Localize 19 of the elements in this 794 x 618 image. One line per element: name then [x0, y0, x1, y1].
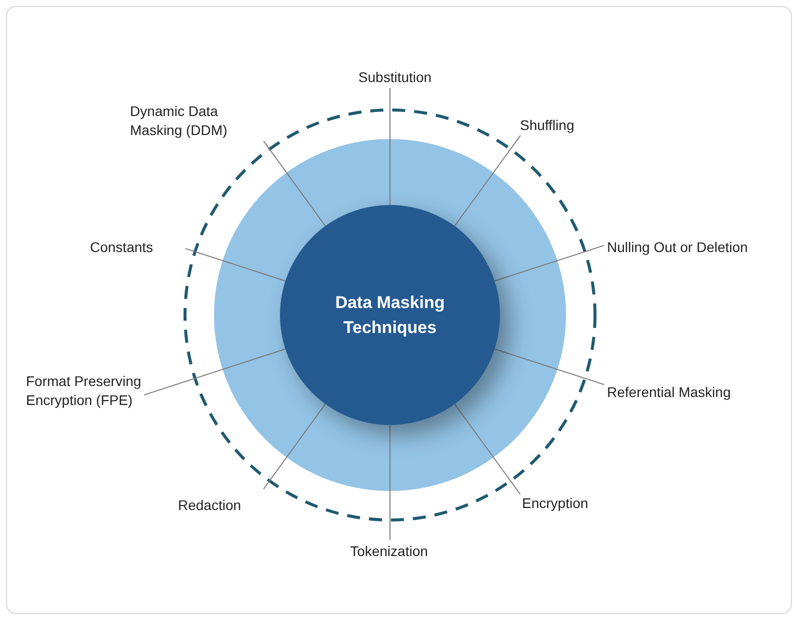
technique-label: Shuffling — [520, 117, 574, 133]
technique-label: Format Preserving Encryption (FPE) — [26, 373, 142, 408]
leader-line — [494, 244, 605, 282]
technique-label: Encryption — [522, 495, 588, 511]
leader-line — [494, 348, 605, 386]
technique-label: Tokenization — [350, 543, 428, 559]
leader-line — [144, 348, 286, 396]
technique-label: Dynamic Data Masking (DDM) — [130, 103, 228, 138]
technique-label: Constants — [90, 239, 154, 255]
technique-label: Redaction — [178, 497, 242, 513]
center-title: Data Masking Techniques — [334, 292, 446, 339]
technique-label: Substitution — [358, 69, 432, 85]
leader-line — [185, 248, 286, 282]
technique-label: Nulling Out or Deletion — [607, 239, 748, 255]
leader-line — [454, 404, 521, 495]
leader-line — [263, 140, 326, 226]
leader-line — [454, 134, 521, 226]
leader-line — [263, 404, 326, 490]
technique-label: Referential Masking — [607, 384, 731, 400]
